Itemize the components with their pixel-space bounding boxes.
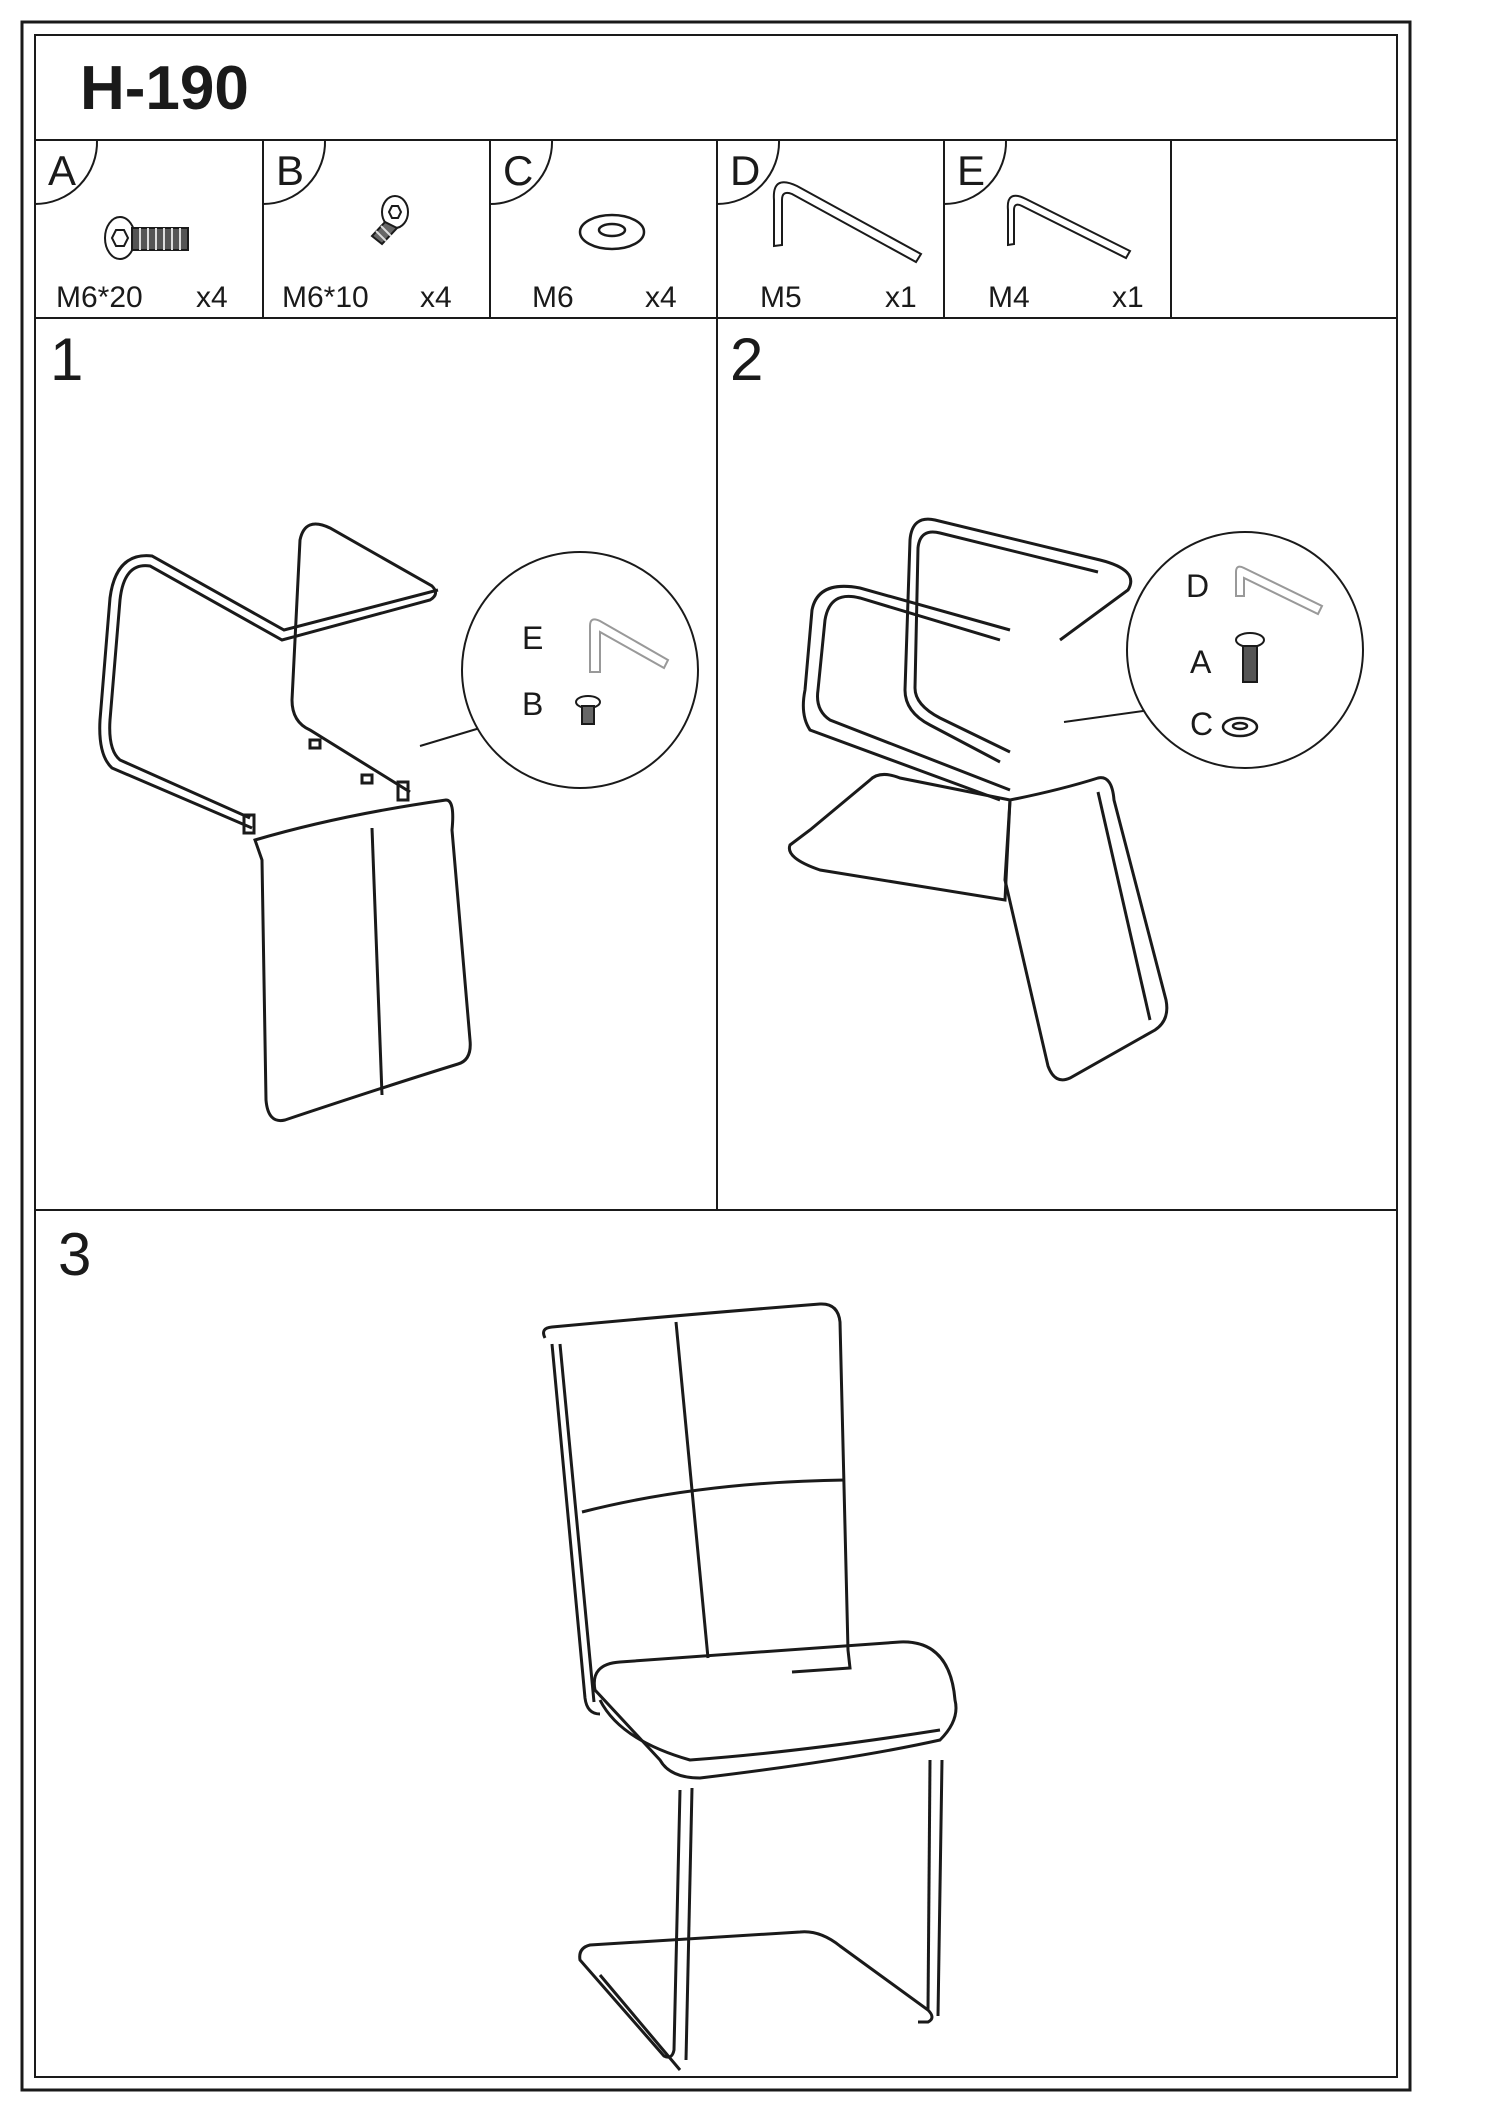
allen-key-icon [1235, 565, 1324, 616]
step-number-1: 1 [50, 326, 84, 393]
part-size-d: M5 [760, 281, 802, 314]
corner-arc-e [943, 139, 1008, 205]
allen-key-icon [589, 618, 670, 673]
step-number-2: 2 [730, 326, 764, 393]
part-qty-a: x4 [196, 281, 228, 314]
callout-leader [1063, 709, 1151, 723]
countersunk-screw-icon [370, 195, 409, 246]
callout-leader [419, 727, 481, 747]
assembled-chair-illustration [542, 1302, 958, 2071]
corner-arc-a [34, 139, 99, 205]
step-number-3: 3 [58, 1221, 92, 1288]
outer-border [20, 20, 1412, 2092]
part-letter-d: D [730, 147, 761, 194]
part-letter-c: C [503, 147, 534, 194]
callout-label-d: D [1186, 568, 1210, 604]
allen-key-icon [1006, 194, 1132, 260]
part-qty-e: x1 [1112, 281, 1144, 314]
countersunk-screw-icon [575, 695, 601, 725]
part-letter-e: E [957, 147, 986, 194]
step-1-illustration [98, 522, 472, 1123]
callout-label-b: B [522, 686, 544, 722]
part-size-c: M6 [532, 281, 574, 314]
inner-border [34, 34, 1398, 2078]
page-title: H-190 [80, 54, 249, 123]
part-size-a: M6*20 [56, 281, 143, 314]
callout-label-e: E [522, 620, 544, 656]
part-letter-a: A [48, 147, 77, 194]
callout-label-a: A [1190, 644, 1212, 680]
part-letter-b: B [276, 147, 305, 194]
bolt-icon [1235, 632, 1265, 683]
part-qty-c: x4 [645, 281, 677, 314]
callout-label-c: C [1190, 706, 1214, 742]
corner-arc-d [716, 139, 781, 205]
part-size-e: M4 [988, 281, 1030, 314]
part-qty-b: x4 [420, 281, 452, 314]
corner-arc-b [262, 139, 327, 205]
washer-icon [1221, 716, 1259, 738]
step-2-illustration [787, 517, 1169, 1082]
part-size-b: M6*10 [282, 281, 369, 314]
washer-icon [578, 213, 646, 251]
bolt-icon [104, 216, 189, 260]
allen-key-icon [772, 181, 923, 264]
callout-circle-step1 [461, 551, 699, 789]
corner-arc-c [489, 139, 554, 205]
part-qty-d: x1 [885, 281, 917, 314]
